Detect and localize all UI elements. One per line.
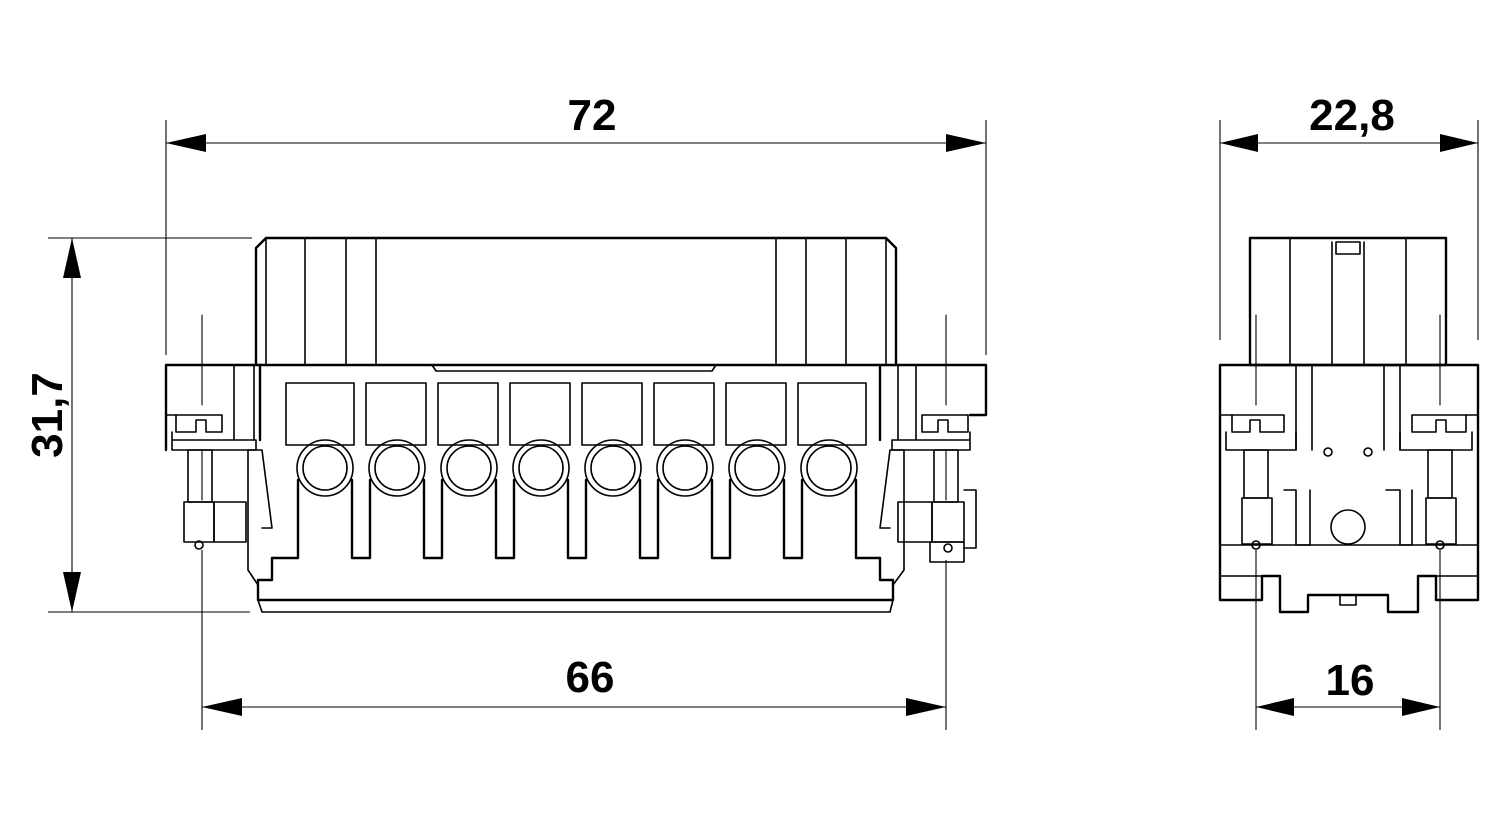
dimension-72: 72 — [165, 91, 987, 355]
dimension-label-22-8: 22,8 — [1309, 91, 1395, 140]
dimension-label-72: 72 — [568, 91, 617, 140]
dimension-16: 16 — [1255, 550, 1441, 730]
front-view — [164, 236, 988, 613]
side-view — [1218, 236, 1480, 614]
dimension-label-66: 66 — [566, 653, 615, 702]
side-upper-housing — [1248, 236, 1448, 367]
front-contact-windows — [285, 382, 867, 446]
dimension-label-16: 16 — [1326, 656, 1375, 705]
front-contact-holes — [296, 439, 858, 497]
dimension-66: 66 — [201, 550, 947, 730]
side-center-hole — [1330, 509, 1366, 545]
front-left-screw — [171, 414, 273, 550]
dimension-31-7: 31,7 — [23, 237, 252, 613]
front-upper-housing — [254, 236, 898, 367]
side-flange — [1218, 363, 1480, 614]
front-flange — [164, 363, 988, 452]
front-contact-body — [258, 363, 882, 560]
dimension-22-8: 22,8 — [1219, 91, 1479, 340]
front-right-screw — [879, 414, 977, 563]
dimension-label-31-7: 31,7 — [23, 372, 72, 458]
